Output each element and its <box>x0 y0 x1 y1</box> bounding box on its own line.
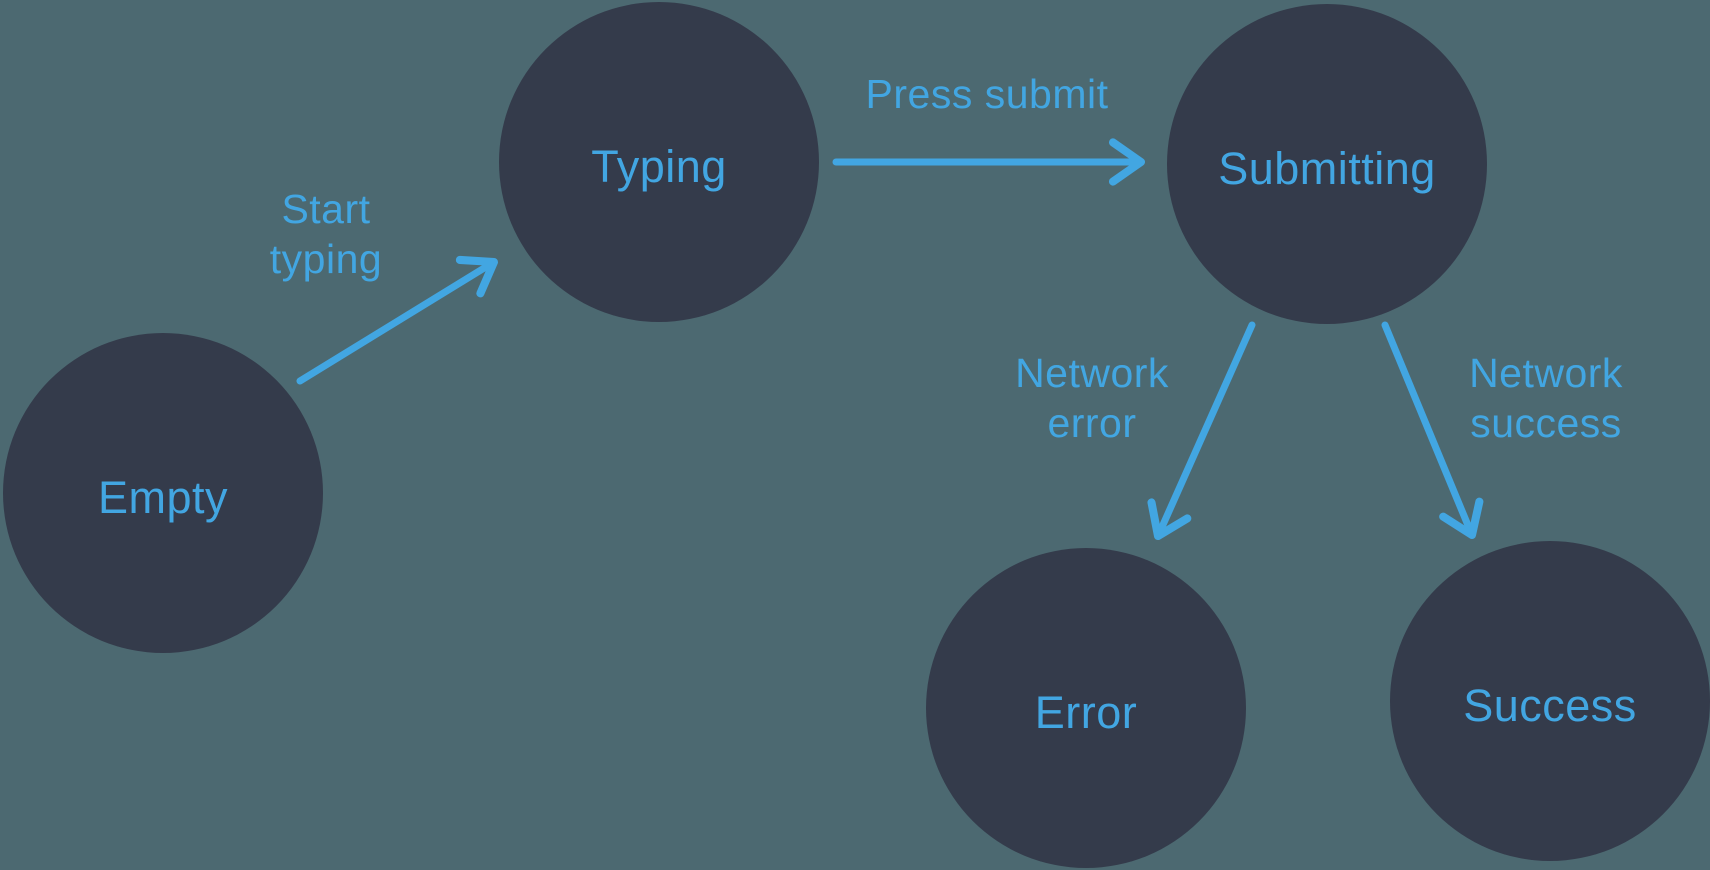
state-node-label-submitting: Submitting <box>1218 143 1436 194</box>
state-node-label-typing: Typing <box>591 141 727 192</box>
state-node-label-error: Error <box>1034 687 1138 738</box>
transition-arrow-submitting-to-error <box>1147 321 1256 541</box>
state-node-label-empty: Empty <box>97 472 229 523</box>
edge-label-network-error: Network error <box>1015 350 1169 446</box>
edge-label-network-success: Network success <box>1469 350 1623 446</box>
state-node-submitting: Submitting <box>1167 4 1487 324</box>
state-node-label-success: Success <box>1463 680 1637 731</box>
state-node-success: Success <box>1390 541 1710 861</box>
state-node-error: Error <box>926 548 1246 868</box>
state-node-typing: Typing <box>499 2 819 322</box>
state-node-empty: Empty <box>3 333 323 653</box>
transition-arrow-submitting-to-success <box>1381 321 1484 540</box>
edge-label-start-typing: Start typing <box>269 186 383 282</box>
edge-label-press-submit: Press submit <box>865 71 1109 117</box>
